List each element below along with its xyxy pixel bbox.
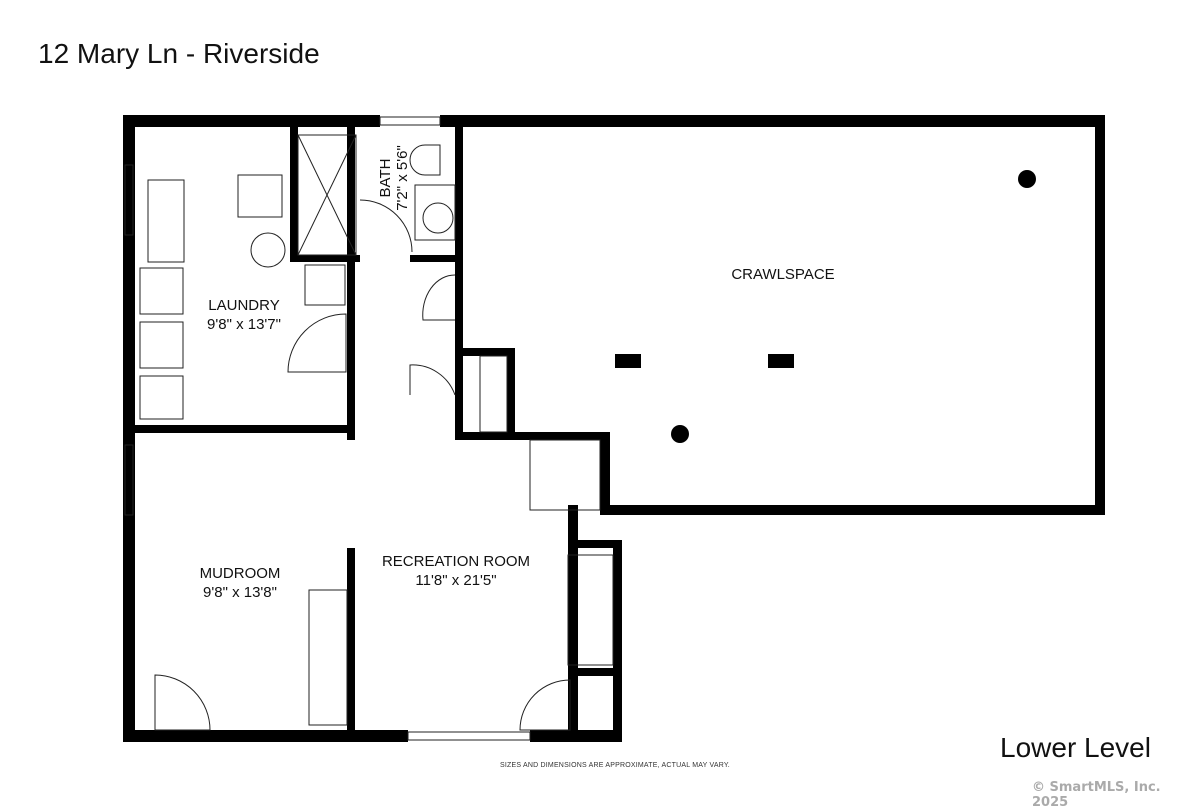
room-size: 7'2" x 5'6" [394, 145, 411, 211]
walls [123, 115, 1105, 742]
room-size: 9'8" x 13'7" [207, 316, 281, 333]
disclaimer: SIZES AND DIMENSIONS ARE APPROXIMATE, AC… [500, 762, 730, 769]
room-name: RECREATION ROOM [382, 553, 530, 570]
level-label: Lower Level [1000, 732, 1151, 763]
windows [124, 116, 531, 741]
room-laundry: LAUNDRY 9'8" x 13'7" [207, 297, 281, 333]
columns [615, 170, 1036, 443]
room-crawlspace: CRAWLSPACE [731, 266, 834, 283]
room-recreation: RECREATION ROOM 11'8" x 21'5" [382, 553, 530, 589]
room-mudroom: MUDROOM 9'8" x 13'8" [200, 565, 281, 601]
room-size: 9'8" x 13'8" [203, 584, 277, 601]
room-name: MUDROOM [200, 565, 281, 582]
room-bath: BATH 7'2" x 5'6" [377, 145, 411, 211]
fixtures [139, 134, 614, 731]
room-size: 11'8" x 21'5" [415, 572, 496, 589]
room-name: CRAWLSPACE [731, 266, 834, 283]
copyright: © SmartMLS, Inc. 2025 [1032, 780, 1161, 810]
listing-title: 12 Mary Ln - Riverside [38, 38, 320, 69]
room-name: LAUNDRY [208, 297, 279, 314]
room-name: BATH [377, 159, 394, 198]
